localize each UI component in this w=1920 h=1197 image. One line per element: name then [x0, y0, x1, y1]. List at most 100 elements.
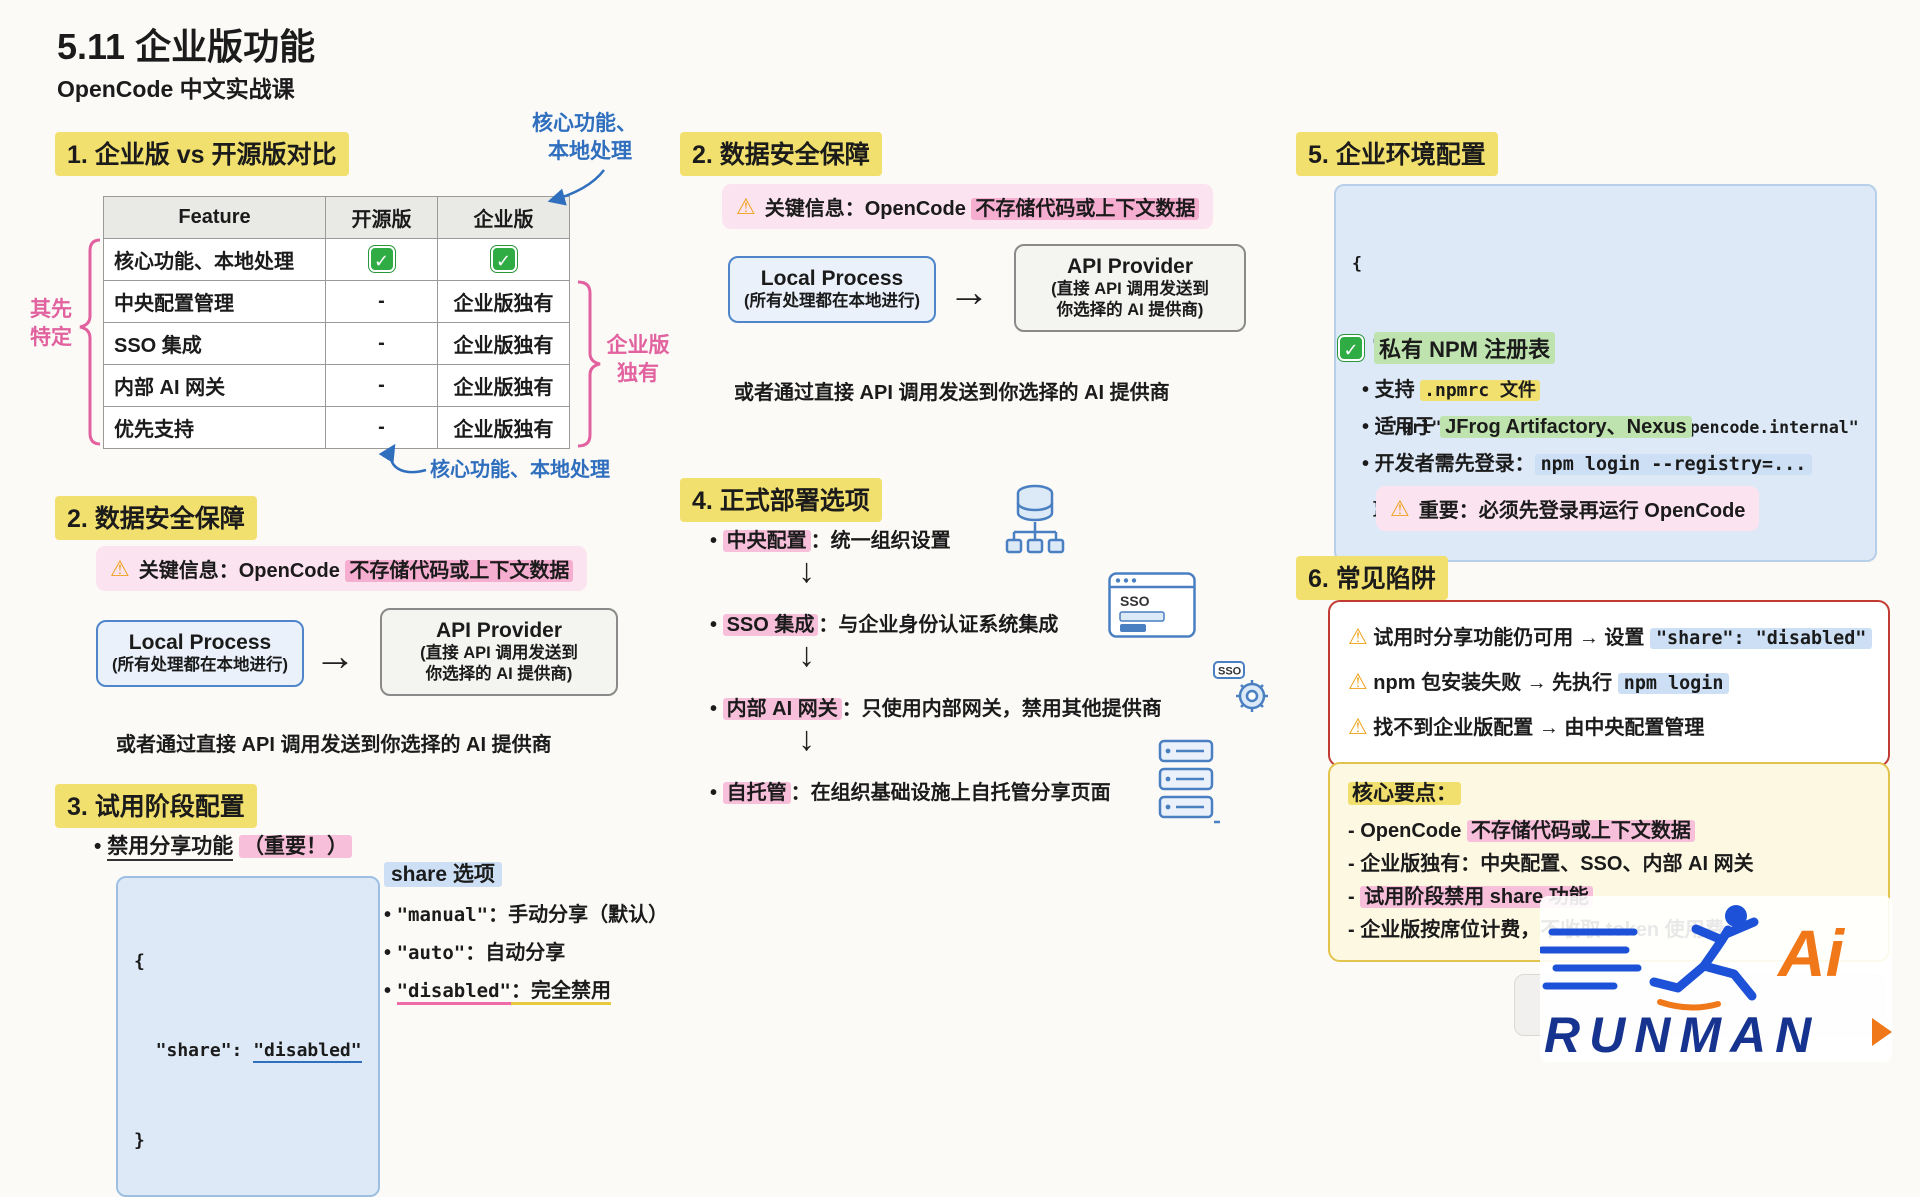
- api-provider-title: API Provider: [435, 619, 563, 642]
- option-key: "manual": [396, 904, 489, 926]
- runner-icon: [1649, 905, 1759, 1011]
- local-process-title: Local Process: [760, 267, 904, 290]
- bullet-highlight: .npmrc 文件: [1420, 380, 1540, 401]
- down-arrow-icon: ↓: [798, 552, 815, 590]
- flow-arrow-icon: →: [314, 632, 356, 679]
- warning-icon: ⚠: [736, 193, 756, 219]
- check-icon: ✓: [367, 245, 396, 273]
- speed-lines-icon: [1538, 928, 1642, 990]
- section-security-heading-mid: 2. 数据安全保障: [680, 132, 882, 176]
- pitfall-code: "share": "disabled": [1649, 628, 1873, 649]
- api-provider-title: API Provider: [1066, 255, 1194, 278]
- enterprise-cell: 企业版独有: [437, 280, 570, 323]
- runman-logo: Ai RUNMAN: [1538, 896, 1892, 1063]
- npm-bullet-npmrc: • 支持 .npmrc 文件: [1362, 372, 1812, 409]
- summary-heading: 核心要点：: [1348, 777, 1870, 807]
- local-process-desc: (所有处理都在本地进行): [744, 292, 920, 310]
- code-value: "disabled": [253, 1040, 362, 1064]
- feature-cell: 核心功能、本地处理: [103, 238, 326, 281]
- open-source-cell: -: [325, 322, 438, 365]
- bullet-icon: •: [94, 835, 102, 858]
- npm-registry-title: 私有 NPM 注册表: [1374, 332, 1556, 364]
- server-stack-icon: [1158, 739, 1220, 824]
- bullet-icon: •: [384, 904, 392, 926]
- warning-text: 关键信息：OpenCode 不存储代码或上下文数据: [139, 554, 574, 583]
- left-brace-icon: [79, 238, 101, 446]
- right-brace-icon: [577, 280, 601, 448]
- login-warning-box: ⚠ 重要：必须先登录再运行 OpenCode: [1376, 486, 1760, 531]
- feature-cell: SSO 集成: [103, 322, 326, 365]
- ai-logo-text: Ai: [1776, 916, 1846, 990]
- enterprise-cell: 企业版独有: [437, 406, 570, 449]
- code-line: }: [134, 1129, 145, 1151]
- local-process-box: Local Process (所有处理都在本地进行): [728, 256, 936, 323]
- api-provider-desc: (直接 API 调用发送到: [420, 644, 578, 662]
- option-desc: ：手动分享（默认）: [488, 904, 669, 926]
- sso-window-icon: SSO: [1108, 572, 1196, 638]
- pitfall-code: npm login: [1617, 673, 1730, 694]
- pitfalls-box: ⚠ 试用时分享功能仍可用 → 设置 "share": "disabled" ⚠ …: [1328, 600, 1890, 767]
- annotation-line: 本地处理: [548, 140, 632, 163]
- api-provider-desc: 你选择的 AI 提供商): [1056, 301, 1204, 319]
- summary-point: - OpenCode 不存储代码或上下文数据: [1348, 815, 1870, 848]
- bullet-icon: •: [710, 782, 718, 804]
- point-highlight: 不存储代码或上下文数据: [1466, 820, 1695, 842]
- feature-cell: 内部 AI 网关: [103, 364, 326, 407]
- check-icon: ✓: [1337, 334, 1365, 362]
- open-source-cell: ✓: [325, 238, 438, 281]
- table-row: 内部 AI 网关 - 企业版独有: [103, 364, 570, 407]
- local-process-title: Local Process: [128, 631, 272, 654]
- npm-bullet-login: • 开发者需先登录：npm login --registry=...: [1362, 446, 1813, 483]
- annotation-right-label: 企业版 独有: [602, 332, 674, 388]
- option-key: "auto": [396, 942, 466, 964]
- annotation-line: 核心功能、: [532, 112, 637, 135]
- bullet-icon: •: [710, 698, 718, 720]
- warning-text-prefix: 关键信息：OpenCode: [138, 560, 346, 582]
- annotation-line: 企业版: [606, 334, 670, 357]
- annotation-line: 独有: [617, 362, 659, 385]
- api-provider-desc: (直接 API 调用发送到: [1051, 280, 1209, 298]
- summary-heading-text: 核心要点：: [1348, 782, 1461, 805]
- warning-icon: ⚠: [1348, 669, 1368, 694]
- compare-table: Feature 开源版 企业版 核心功能、本地处理 ✓ ✓ 中央配置管理 - 企…: [103, 196, 570, 449]
- section-compare-heading: 1. 企业版 vs 开源版对比: [55, 132, 349, 176]
- down-arrow-icon: ↓: [798, 636, 815, 674]
- warning-icon: ⚠: [110, 555, 130, 581]
- annotation-left-label: 其先 特定: [22, 296, 80, 352]
- point-highlight: 试用阶段禁用 share 功能: [1360, 886, 1593, 908]
- step-desc: ：与企业身份认证系统集成: [818, 614, 1059, 636]
- down-arrow-icon: ↓: [798, 720, 815, 758]
- point-text: - OpenCode: [1348, 820, 1467, 842]
- important-badge: （重要！）: [239, 835, 353, 858]
- enterprise-cell: ✓: [437, 238, 570, 281]
- infographic-canvas: { "page": { "title": "5.11 企业版功能", "subt…: [22, 26, 1892, 1197]
- share-option-disabled: • "disabled"：完全禁用: [384, 972, 668, 1010]
- pitfall-text: 找不到企业版配置 → 由中央配置管理: [1373, 717, 1705, 739]
- section-env-heading: 5. 企业环境配置: [1296, 132, 1498, 176]
- enterprise-cell: 企业版独有: [437, 322, 570, 365]
- feature-cell: 优先支持: [103, 406, 326, 449]
- warning-text-prefix: 关键信息：OpenCode: [764, 198, 972, 220]
- section-trial-heading: 3. 试用阶段配置: [55, 784, 257, 828]
- flow-arrow-icon: →: [948, 268, 990, 315]
- pitfall-item-config: ⚠ 找不到企业版配置 → 由中央配置管理: [1348, 706, 1870, 751]
- local-process-box: Local Process (所有处理都在本地进行): [96, 620, 304, 687]
- security-warning-box: ⚠ 关键信息：OpenCode 不存储代码或上下文数据: [96, 546, 588, 591]
- open-source-cell: -: [325, 406, 438, 449]
- code-line: "share": "disabled": [134, 1036, 362, 1066]
- page-title: 5.11 企业版功能: [57, 26, 316, 67]
- annotation-line: 其先: [30, 298, 72, 321]
- enterprise-cell: 企业版独有: [437, 364, 570, 407]
- warning-text: 重要：必须先登录再运行 OpenCode: [1419, 494, 1746, 523]
- bullet-icon: •: [710, 614, 718, 636]
- local-process-desc: (所有处理都在本地进行): [112, 656, 288, 674]
- pitfall-text: 试用时分享功能仍可用 → 设置: [1373, 627, 1650, 649]
- option-key: "disabled": [396, 980, 511, 1005]
- warning-text-highlight: 不存储代码或上下文数据: [971, 198, 1200, 220]
- feature-cell: 中央配置管理: [103, 280, 326, 323]
- annotation-line: 特定: [30, 326, 72, 349]
- api-provider-box: API Provider (直接 API 调用发送到 你选择的 AI 提供商): [1014, 244, 1246, 332]
- api-provider-desc: 你选择的 AI 提供商): [425, 665, 573, 683]
- table-row: 核心功能、本地处理 ✓ ✓: [103, 238, 570, 281]
- deploy-step-sso: • SSO 集成：与企业身份认证系统集成: [710, 608, 1058, 637]
